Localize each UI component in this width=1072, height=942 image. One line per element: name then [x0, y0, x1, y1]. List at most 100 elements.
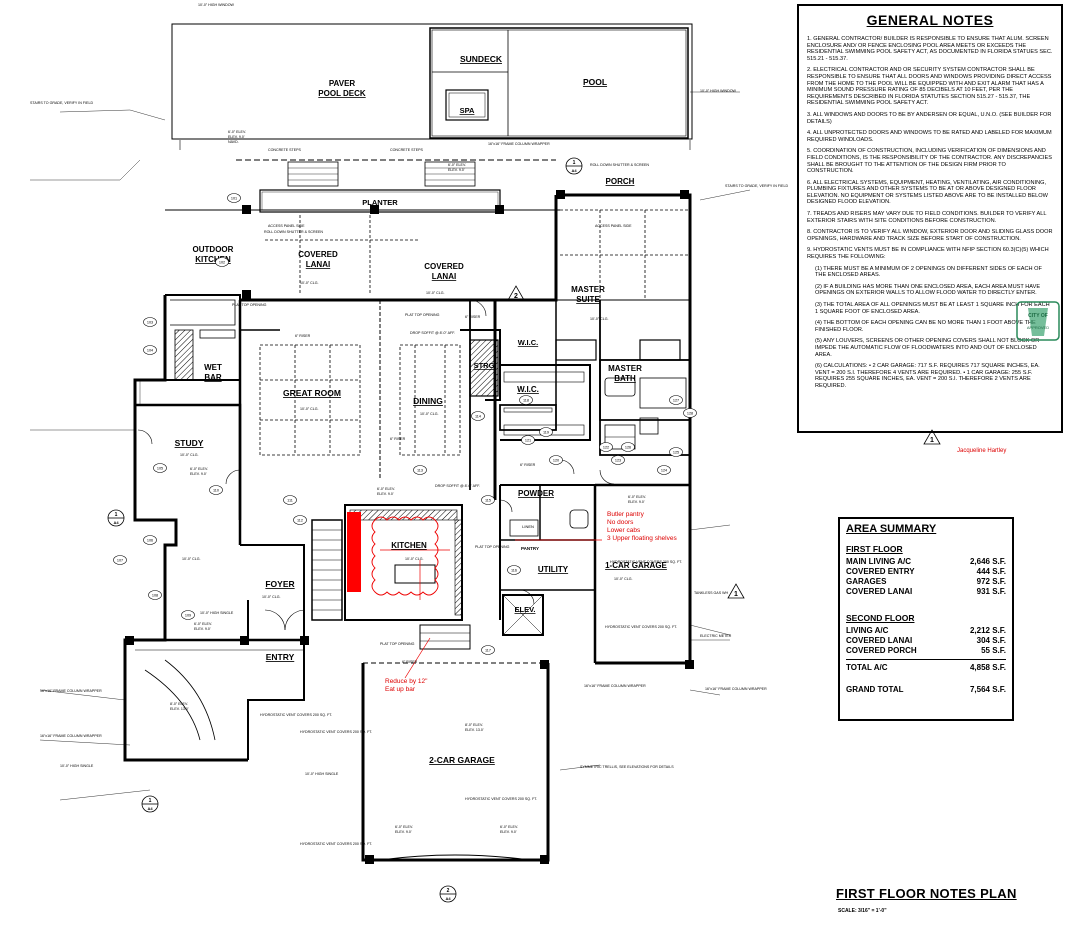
callout-text: 10'-0" CLG.	[300, 407, 319, 411]
room-tag-number: 114	[475, 414, 481, 418]
area-summary-title: AREA SUMMARY	[846, 523, 937, 535]
section-label: A4	[571, 168, 577, 173]
room-label: PORCH	[606, 177, 635, 186]
callout-text: ELEV. 9.0'	[395, 830, 412, 834]
callout-text: 6'-0" ELEV.	[628, 495, 646, 499]
room-label: WET	[204, 363, 222, 372]
callout-text: DROP SOFFIT @ 8'-0" AFF.	[435, 484, 480, 488]
callout-text: 16"x16" FRAME COLUMN WRAPPER	[40, 734, 102, 738]
red-annotations: Butler pantry No doors Lower cabs 3 Uppe…	[385, 448, 1006, 693]
area-summary-panel: AREA SUMMARY FIRST FLOOR MAIN LIVING A/C…	[838, 517, 1014, 721]
general-note-subitem: (6) CALCULATIONS: • 2 CAR GARAGE: 717 S.…	[815, 363, 1040, 389]
callout-text: PLAT TOP OPENING	[380, 642, 415, 646]
callout-text: 16"x16" FRAME COLUMN WRAPPER	[488, 142, 550, 146]
room-label: GREAT ROOM	[283, 388, 341, 398]
stamp-seal	[1016, 301, 1060, 341]
callout-text: 6" RISER	[402, 660, 418, 664]
room-tag-number: 123	[615, 458, 621, 462]
callout-text: ELEV. 9.0'	[448, 168, 465, 172]
callout-text: 10'-0" CLG.	[426, 291, 445, 295]
callout-text: 6" RISER	[295, 334, 311, 338]
grand-total-value: 7,564 S.F.	[969, 685, 1006, 694]
stamp-text: CITY OF	[1028, 313, 1048, 319]
callout-text: ELEV. 9.0'	[377, 492, 394, 496]
callout-text: 6'-0" ELEV.	[448, 163, 466, 167]
callout-text: 10'-0" CLG.	[614, 577, 633, 581]
room-tag-number: 118	[523, 398, 529, 402]
room-tag-bubble	[215, 257, 229, 267]
callout-text: 10'-0" CLG.	[180, 453, 199, 457]
room-tag-bubble	[507, 565, 521, 575]
callout-text: 6'-0" ELEV.	[500, 825, 518, 829]
room-tag-bubble	[143, 345, 157, 355]
room-tag-number: 103	[147, 320, 153, 324]
callout-text: 10'-0" CLG.	[590, 317, 609, 321]
room-tag-bubble	[669, 447, 683, 457]
sheet-scale: SCALE: 3/16" = 1'-0"	[838, 908, 887, 914]
room-label: POOL	[583, 77, 607, 87]
section-label: 1	[149, 798, 152, 804]
callout-text: ACCESS PANEL SIDE	[595, 224, 632, 228]
butler-pantry-note: Butler pantry	[607, 511, 645, 518]
callout-text: 10'-0" CLG.	[420, 412, 439, 416]
grand-total-row: GRAND TOTAL 7,564 S.F.	[846, 685, 1006, 695]
callout-text: ELEV. 9.0'	[628, 500, 645, 504]
callout-text: 10'-0" HIGH WINDOW	[700, 89, 737, 93]
total-value: 4,858 S.F.	[969, 663, 1006, 672]
callout-text: CONCRETE STEPS	[390, 148, 424, 152]
room-label: KITCHEN	[195, 255, 231, 264]
area-row: MAIN LIVING A/C 2,646 S.F.	[846, 557, 1006, 567]
callout-text: 16"x16" FRAME COLUMN WRAPPER	[40, 689, 102, 693]
general-note-subitem: (1) THERE MUST BE A MINIMUM OF 2 OPENING…	[815, 265, 1042, 279]
callout-text: 6'-0" ELEV.	[228, 130, 246, 134]
area-row: COVERED PORCH 55 S.F.	[846, 646, 1006, 656]
general-note-item: 2. ELECTRICAL CONTRACTOR AND OR SECURITY…	[807, 67, 1052, 107]
area-row-value: 55 S.F.	[981, 646, 1006, 655]
general-note-item: 1. GENERAL CONTRACTOR/ BUILDER IS RESPON…	[807, 36, 1053, 62]
room-tag-bubble	[143, 535, 157, 545]
room-label: W.I.C.	[517, 385, 539, 394]
callout-text: ELEV. 13.0'	[170, 707, 189, 711]
exterior-walls	[123, 193, 692, 862]
callout-text: 10'-0" CLG.	[182, 557, 201, 561]
red-wall-markup	[347, 512, 361, 592]
room-tag-bubble	[683, 408, 697, 418]
section-label: 2	[447, 888, 450, 894]
callout-text: 6'-0" ELEV.	[190, 467, 208, 471]
room-tag-number: 128	[687, 411, 693, 415]
room-tag-number: 101	[231, 196, 237, 200]
room-tag-number: 127	[673, 398, 679, 402]
area-row-label: COVERED PORCH	[846, 646, 917, 655]
room-tag-number: 121	[525, 438, 531, 442]
room-tag-number: 105	[157, 466, 163, 470]
general-note-item: 7. TREADS AND RISERS MAY VARY DUE TO FIE…	[807, 211, 1047, 224]
room-tag-number: 116	[511, 568, 517, 572]
area-row-label: MAIN LIVING A/C	[846, 557, 912, 566]
room-label: SUNDECK	[460, 54, 503, 64]
red-markups	[347, 512, 602, 679]
room-tag-bubble	[148, 590, 162, 600]
callout-text: HYDROSTATIC VENT COVERS 200 SQ. FT.	[465, 797, 537, 801]
room-label: LANAI	[306, 260, 330, 269]
reduce-bar-note: Reduce by 12"	[385, 678, 428, 685]
area-row-value: 2,646 S.F.	[969, 557, 1006, 566]
room-tag-bubble	[283, 495, 297, 505]
room-label: COVERED	[298, 250, 338, 259]
general-note-subitem: (3) THE TOTAL AREA OF ALL OPENINGS MUST …	[815, 302, 1050, 315]
room-tag-number: 125	[673, 450, 679, 454]
callout-text: 16"x16" FRAME COLUMN WRAPPER	[705, 687, 767, 691]
room-label: FOYER	[265, 579, 294, 589]
room-label: PLANTER	[362, 198, 398, 207]
callout-text: ELEV. 9.0'	[500, 830, 517, 834]
general-note-subitem: (5) ANY LOUVERS, SCREENS OR OTHER OPENIN…	[815, 338, 1040, 358]
room-tag-bubble	[611, 455, 625, 465]
section-label: A4	[113, 520, 119, 525]
room-label: STUDY	[175, 438, 204, 448]
room-tag-number: 110	[213, 488, 219, 492]
callout-text: ROLL DOWN SHUTTER & SCREEN	[264, 230, 323, 234]
room-tag-bubble	[621, 442, 635, 452]
